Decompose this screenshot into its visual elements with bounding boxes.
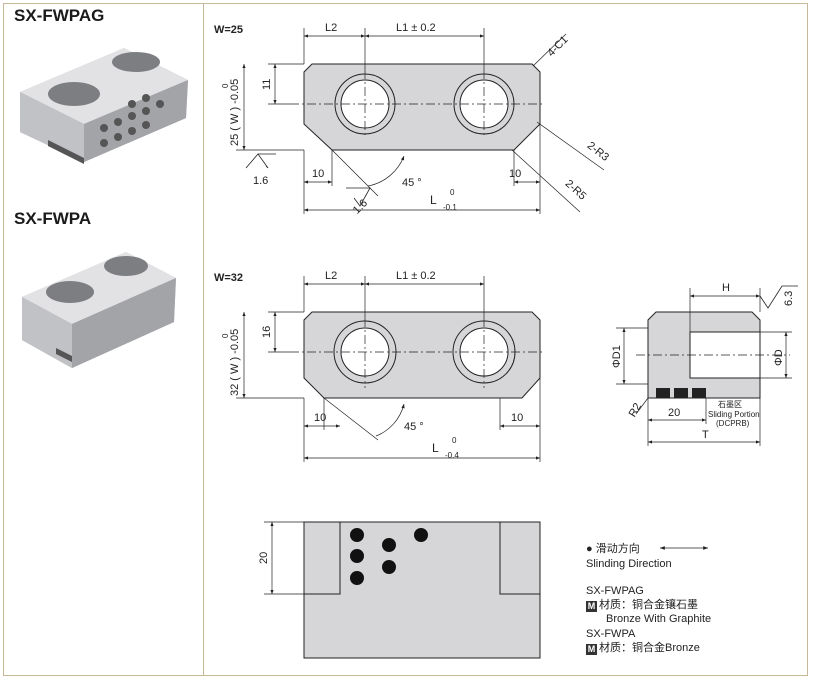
dim-length-lower: -0.1 bbox=[443, 203, 457, 212]
legend-fwpag-material-en: Bronze With Graphite bbox=[606, 613, 712, 625]
roughness-63: 6.3 bbox=[783, 291, 795, 306]
dim-h: H bbox=[722, 282, 730, 294]
product-photo-fwpag bbox=[20, 48, 188, 164]
dim-d1: ΦD1 bbox=[611, 345, 623, 368]
section-view: H 6.3 ΦD1 ΦD R2 20 石墨区 Sliding Portion (… bbox=[611, 282, 798, 446]
dim-10-left: 10 bbox=[312, 168, 324, 180]
model-title-fwpag: SX-FWPAG bbox=[14, 6, 105, 25]
dim-l2: L2 bbox=[325, 22, 337, 34]
dim-width: 25 ( W ) -0.05 bbox=[229, 79, 241, 146]
variant-label: W=25 bbox=[214, 24, 243, 36]
dim-r5: 2-R5 bbox=[563, 178, 589, 203]
graphite-label-cn: 石墨区 bbox=[718, 400, 742, 409]
legend-fwpa-material-cn: 材质：铜合金Bronze bbox=[599, 642, 700, 654]
legend-fwpa-model: SX-FWPA bbox=[586, 628, 636, 640]
legend-direction-cn: ● 滑动方向 bbox=[586, 543, 640, 555]
roughness-1: 1.6 bbox=[253, 175, 268, 187]
dcprb-label: (DCPRB) bbox=[716, 419, 750, 428]
roughness-2: 1.6 bbox=[351, 197, 370, 216]
top-view-w25: W=25 L2 L1 ± 0.2 4-C1 11 25 ( W ) -0.05 … bbox=[214, 22, 611, 217]
sliding-portion-label: Sliding Portion bbox=[708, 410, 760, 419]
dim-length-upper: 0 bbox=[450, 188, 455, 197]
dim-length: L bbox=[430, 193, 437, 207]
dim-chamfer: 4-C1 bbox=[545, 34, 570, 59]
dim-width-upper: 0 bbox=[221, 83, 230, 88]
dim-10-right: 10 bbox=[511, 412, 523, 424]
dim-l1: L1 ± 0.2 bbox=[396, 22, 436, 34]
dim-r3: 2-R3 bbox=[585, 140, 611, 164]
mid-view-w32: W=32 L2 L1 ± 0.2 16 32 ( W ) -0.05 0 10 … bbox=[214, 270, 545, 462]
dim-10-left: 10 bbox=[314, 412, 326, 424]
page-frame bbox=[3, 3, 808, 676]
dim-t: T bbox=[702, 429, 709, 441]
dim-width: 32 ( W ) -0.05 bbox=[229, 329, 241, 396]
dim-d: ΦD bbox=[773, 349, 785, 366]
dim-20: 20 bbox=[258, 552, 270, 564]
dim-width-upper: 0 bbox=[221, 333, 230, 338]
angle-45: 45 ° bbox=[402, 177, 422, 189]
bottom-view: 20 bbox=[258, 521, 708, 659]
material-m-icon: M bbox=[586, 601, 597, 612]
dim-16: 16 bbox=[261, 326, 273, 338]
dim-l1: L1 ± 0.2 bbox=[396, 270, 436, 282]
legend-direction-en: Slinding Direction bbox=[586, 558, 672, 570]
angle-45: 45 ° bbox=[404, 421, 424, 433]
dim-20: 20 bbox=[668, 407, 680, 419]
dim-length-lower: -0.4 bbox=[445, 451, 459, 460]
dim-r2: R2 bbox=[627, 401, 644, 419]
product-photo-fwpa bbox=[22, 252, 176, 368]
variant-label: W=32 bbox=[214, 272, 243, 284]
model-title-fwpa: SX-FWPA bbox=[14, 209, 92, 228]
dim-length-upper: 0 bbox=[452, 436, 457, 445]
material-m-icon: M bbox=[586, 644, 597, 655]
dim-l2: L2 bbox=[325, 270, 337, 282]
legend-fwpag-material-cn: 材质：铜合金镶石墨 bbox=[599, 599, 698, 611]
dim-length: L bbox=[432, 441, 439, 455]
dim-11: 11 bbox=[261, 79, 273, 90]
legend-fwpag-model: SX-FWPAG bbox=[586, 585, 644, 597]
dim-10-right: 10 bbox=[509, 168, 521, 180]
column-divider bbox=[203, 3, 204, 676]
